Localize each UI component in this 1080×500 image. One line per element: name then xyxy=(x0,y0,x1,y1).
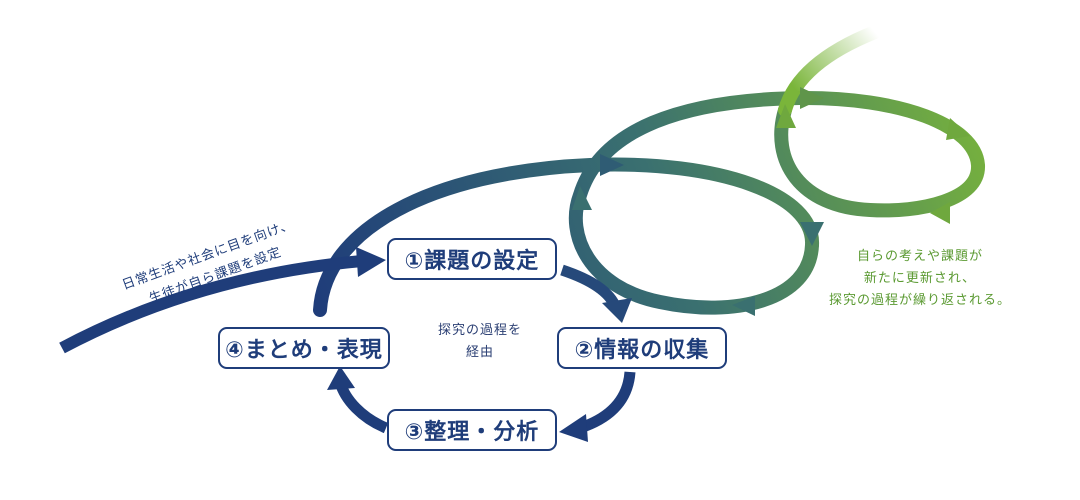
spiral-arrowhead xyxy=(732,296,755,316)
spiral-note-line-3: 探究の過程が繰り返される。 xyxy=(828,293,1011,308)
arrow-step3-to-step4 xyxy=(327,366,389,434)
step-2-label: ②情報の収集 xyxy=(574,338,710,363)
spiral-fading-tail xyxy=(778,25,882,117)
spiral-arrowhead xyxy=(800,222,824,246)
spiral-arrowhead xyxy=(930,202,950,224)
center-note-line-1: 探究の過程を xyxy=(437,323,522,338)
spiral-arrowhead xyxy=(946,118,970,140)
spiral-arrowhead xyxy=(572,186,592,210)
spiral-first-loop xyxy=(568,90,985,315)
spiral-arrowhead xyxy=(600,154,624,176)
step-3-label: ③整理・分析 xyxy=(404,420,540,445)
step-3-box: ③整理・分析 xyxy=(387,409,557,451)
entry-arrow xyxy=(59,247,386,354)
spiral-arrowhead xyxy=(800,87,824,109)
cycle-arrows xyxy=(327,264,636,442)
step-4-box: ④まとめ・表現 xyxy=(218,327,390,369)
spiral-note: 自らの考えや課題が 新たに更新され、 探究の過程が繰り返される。 xyxy=(790,246,1050,312)
spiral-note-line-2: 新たに更新され、 xyxy=(863,271,977,286)
spiral-band xyxy=(313,25,985,317)
step-4-label: ④まとめ・表現 xyxy=(225,338,383,363)
spiral-arrowhead xyxy=(776,104,796,128)
step-1-box: ①課題の設定 xyxy=(387,238,557,280)
spiral-note-line-1: 自らの考えや課題が xyxy=(856,249,983,264)
center-note-line-2: 経由 xyxy=(465,345,494,360)
step-1-label: ①課題の設定 xyxy=(404,249,540,274)
center-note: 探究の過程を 経由 xyxy=(420,320,540,364)
arrow-step1-to-step2 xyxy=(560,264,632,323)
arrow-step2-to-step3 xyxy=(559,371,636,442)
step-2-box: ②情報の収集 xyxy=(557,327,727,369)
